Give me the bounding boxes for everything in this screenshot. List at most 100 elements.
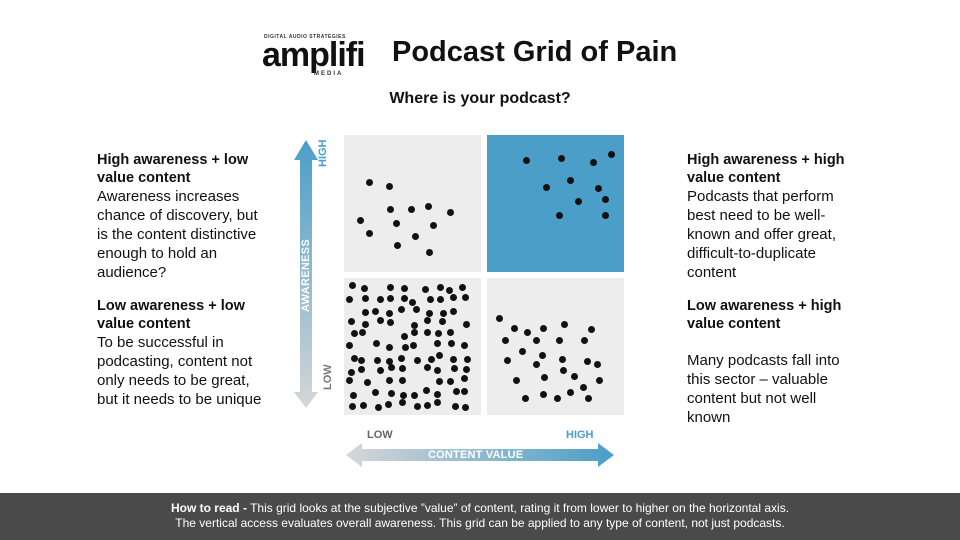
scatter-dot bbox=[584, 394, 592, 402]
scatter-dot bbox=[424, 363, 432, 371]
scatter-dot bbox=[539, 390, 547, 398]
scatter-dot bbox=[446, 377, 454, 385]
scatter-dot bbox=[433, 340, 441, 348]
quadrant-low-awareness-low-value bbox=[344, 278, 481, 415]
note-body: Many podcasts fall into this sector – va… bbox=[687, 352, 840, 426]
scatter-dot bbox=[450, 308, 458, 316]
scatter-dot bbox=[579, 383, 587, 391]
grid-question: Where is your podcast? bbox=[389, 90, 571, 107]
scatter-dot bbox=[387, 389, 395, 397]
scatter-dot bbox=[566, 388, 574, 396]
scatter-dot bbox=[461, 342, 469, 350]
scatter-dot bbox=[587, 325, 595, 333]
scatter-dot bbox=[555, 211, 563, 219]
scatter-dot bbox=[407, 205, 415, 213]
scatter-dot bbox=[523, 328, 531, 336]
scatter-dot bbox=[461, 293, 469, 301]
x-axis-high-label: HIGH bbox=[566, 429, 594, 441]
scatter-dot bbox=[566, 176, 574, 184]
note-heading: High awareness + low value content bbox=[97, 152, 249, 186]
scatter-dot bbox=[413, 357, 421, 365]
awareness-axis-arrow bbox=[294, 140, 318, 408]
scatter-dot bbox=[510, 324, 518, 332]
scatter-dot bbox=[398, 377, 406, 385]
scatter-dot bbox=[522, 156, 530, 164]
scatter-dot bbox=[399, 392, 407, 400]
scatter-dot bbox=[595, 376, 603, 384]
scatter-dot bbox=[570, 372, 578, 380]
how-to-read-footer: How to read - This grid looks at the sub… bbox=[0, 493, 960, 540]
scatter-dot bbox=[452, 403, 460, 411]
amplifi-media-logo: DIGITAL AUDIO STRATEGIES amplifi MEDIA bbox=[262, 34, 382, 78]
scatter-dot bbox=[401, 344, 409, 352]
scatter-dot bbox=[560, 320, 568, 328]
y-axis-title: AWARENESS bbox=[300, 239, 312, 312]
footer-line-1: How to read - This grid looks at the sub… bbox=[0, 501, 960, 516]
scatter-dot bbox=[413, 402, 421, 410]
note-low-awareness-high-value: Low awareness + high value content Many … bbox=[687, 297, 862, 427]
quadrant-high-awareness-low-value bbox=[344, 135, 481, 272]
page-title: Podcast Grid of Pain bbox=[392, 36, 678, 68]
scatter-dot bbox=[346, 377, 354, 385]
scatter-dot bbox=[424, 202, 432, 210]
scatter-dot bbox=[392, 219, 400, 227]
scatter-dot bbox=[574, 197, 582, 205]
scatter-dot bbox=[360, 284, 368, 292]
scatter-dot bbox=[377, 367, 385, 375]
scatter-dot bbox=[398, 354, 406, 362]
logo-wordmark: amplifi bbox=[262, 36, 366, 74]
scatter-dot bbox=[425, 248, 433, 256]
scatter-dot bbox=[362, 294, 370, 302]
scatter-dot bbox=[349, 403, 357, 411]
scatter-dot bbox=[434, 367, 442, 375]
scatter-dot bbox=[385, 182, 393, 190]
scatter-dot bbox=[386, 357, 393, 365]
scatter-dot bbox=[424, 328, 432, 336]
scatter-dot bbox=[434, 330, 442, 338]
footer-lead: How to read - bbox=[170, 501, 247, 515]
scatter-dot bbox=[437, 295, 445, 303]
scatter-dot bbox=[375, 404, 383, 412]
scatter-dot bbox=[411, 232, 419, 240]
scatter-dot bbox=[542, 183, 550, 191]
scatter-dot bbox=[373, 340, 381, 348]
scatter-dot bbox=[393, 241, 401, 249]
scatter-dot bbox=[351, 354, 359, 362]
scatter-dot bbox=[373, 357, 381, 365]
scatter-dot bbox=[461, 375, 469, 383]
scatter-dot bbox=[365, 178, 373, 186]
scatter-dot bbox=[437, 284, 445, 292]
note-body: To be successful in podcasting, content … bbox=[97, 334, 262, 408]
scatter-dot bbox=[436, 352, 444, 360]
scatter-dot bbox=[385, 344, 393, 352]
header: DIGITAL AUDIO STRATEGIES amplifi MEDIA P… bbox=[0, 28, 960, 78]
scatter-dot bbox=[447, 340, 455, 348]
scatter-dot bbox=[426, 296, 434, 304]
scatter-dot bbox=[461, 403, 469, 411]
scatter-dot bbox=[413, 305, 421, 313]
scatter-dot bbox=[463, 320, 471, 328]
scatter-dot bbox=[399, 365, 407, 373]
scatter-dot bbox=[460, 387, 468, 395]
scatter-dot bbox=[439, 318, 447, 326]
scatter-dot bbox=[348, 282, 356, 290]
logo-subtext: MEDIA bbox=[314, 71, 344, 77]
content-value-axis-arrow bbox=[346, 443, 614, 467]
note-heading: High awareness + high value content bbox=[687, 152, 845, 186]
logo-tagline: DIGITAL AUDIO STRATEGIES bbox=[264, 34, 346, 40]
scatter-dot bbox=[386, 205, 394, 213]
scatter-dot bbox=[358, 357, 366, 365]
scatter-dot bbox=[377, 295, 385, 303]
scatter-dot bbox=[347, 317, 355, 325]
footer-line-2: The vertical access evaluates overall aw… bbox=[175, 516, 785, 530]
scatter-dot bbox=[446, 329, 454, 337]
scatter-dot bbox=[365, 229, 373, 237]
scatter-dot bbox=[532, 336, 540, 344]
scatter-dot bbox=[446, 287, 454, 295]
x-axis-title: CONTENT VALUE bbox=[428, 449, 524, 461]
scatter-dot bbox=[356, 216, 364, 224]
scatter-dot bbox=[359, 402, 367, 409]
scatter-dot bbox=[372, 307, 380, 315]
scatter-dot bbox=[386, 295, 394, 303]
